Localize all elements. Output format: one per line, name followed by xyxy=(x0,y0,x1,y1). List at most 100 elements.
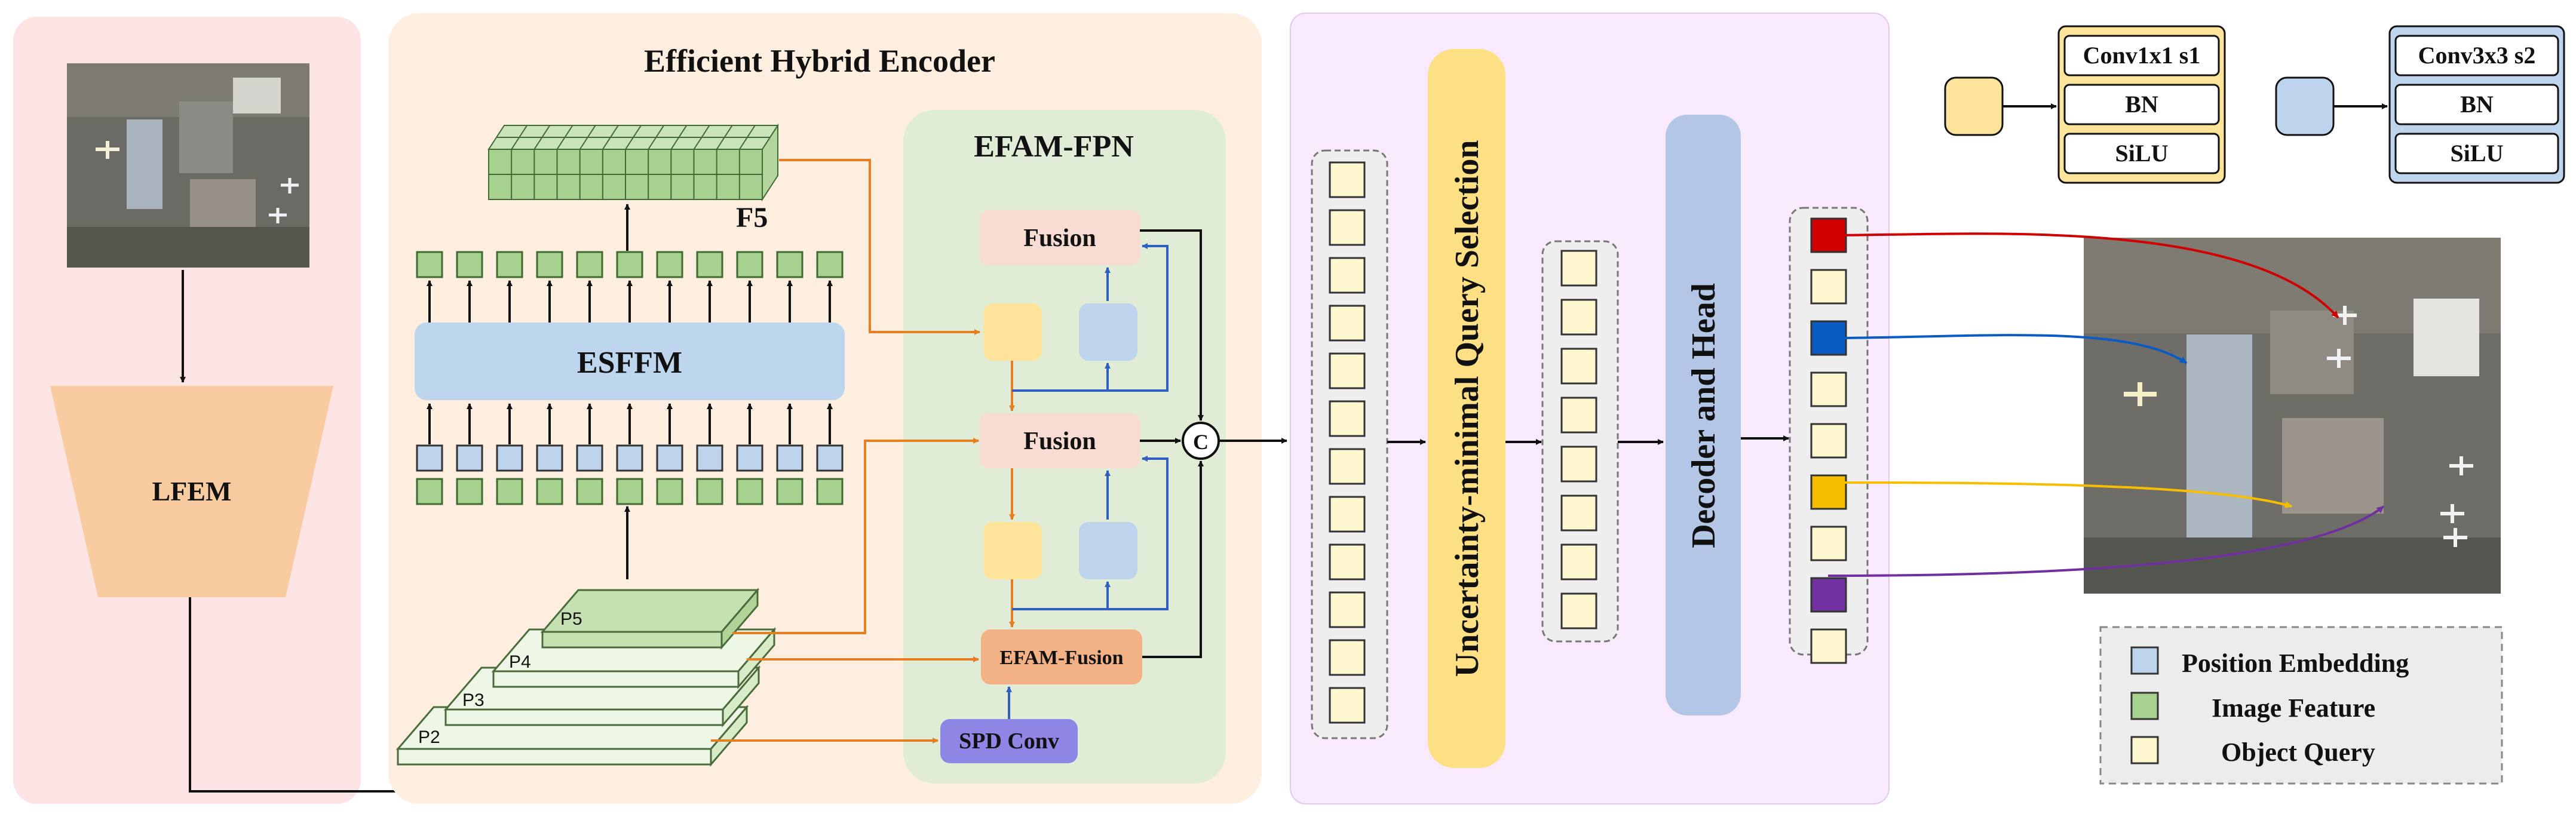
initial-queries-container xyxy=(1311,149,1388,739)
legend-swatch-feature xyxy=(2130,692,2159,720)
selected-query-box xyxy=(1560,397,1597,434)
yellow-legend-swatch xyxy=(1944,76,2004,136)
initial-query-box xyxy=(1329,352,1366,389)
encoded-feature-token xyxy=(616,251,643,278)
selected-query-box xyxy=(1560,348,1597,385)
initial-query-box xyxy=(1329,687,1366,724)
legend-item-position: Position Embedding xyxy=(2182,649,2409,678)
position-embedding-token xyxy=(576,444,603,472)
selected-query-box xyxy=(1560,543,1597,580)
legend-swatch-position xyxy=(2130,646,2159,675)
encoded-feature-token xyxy=(576,251,603,278)
image-feature-token xyxy=(736,478,763,505)
position-embedding-token xyxy=(496,444,523,472)
output-query-column xyxy=(1789,207,1869,664)
encoder-title: Efficient Hybrid Encoder xyxy=(644,43,995,79)
pyramid-label-p4: P4 xyxy=(509,652,531,672)
position-embedding-token xyxy=(456,444,483,472)
encoded-feature-token xyxy=(496,251,523,278)
output-query-empty xyxy=(1810,269,1847,305)
blue-legend-line-2: BN xyxy=(2460,91,2494,118)
query-flow-arrows xyxy=(1387,435,1789,445)
output-query-gold xyxy=(1810,474,1847,510)
position-embedding-token xyxy=(816,444,844,472)
blue-connections xyxy=(1006,243,1169,719)
legend-box xyxy=(2099,626,2503,785)
input-aerial-image xyxy=(67,63,309,268)
blue-detection-arrow xyxy=(1827,334,2188,364)
blue-conv-legend: Conv3x3 s2 BN SiLU xyxy=(2275,25,2565,184)
output-query-empty xyxy=(1810,371,1847,407)
legend-item-feature: Image Feature xyxy=(2212,693,2375,723)
selected-query-box xyxy=(1560,494,1597,532)
efam-fusion-block xyxy=(981,629,1142,684)
output-query-empty xyxy=(1810,628,1847,664)
initial-query-box xyxy=(1329,639,1366,676)
output-query-purple xyxy=(1810,577,1847,613)
image-feature-token xyxy=(576,478,603,505)
position-embedding-token xyxy=(776,444,804,472)
encoded-feature-token xyxy=(536,251,563,278)
yellow-legend-line-1: Conv1x1 s1 xyxy=(2083,42,2201,69)
image-feature-token xyxy=(496,478,523,505)
image-feature-token xyxy=(536,478,563,505)
purple-detection-arrow xyxy=(1827,505,2385,577)
token-rows xyxy=(416,251,844,505)
output-detection-image xyxy=(2084,238,2501,594)
selected-query-box xyxy=(1560,250,1597,287)
position-embedding-token xyxy=(616,444,643,472)
efam-fusion-label: EFAM-Fusion xyxy=(999,647,1123,669)
yellow-legend-line-3: SiLU xyxy=(2115,140,2169,167)
f5-feature-tensor xyxy=(487,123,779,202)
concat-connections xyxy=(1140,229,1287,658)
initial-query-box xyxy=(1329,543,1366,580)
decoder-head-block xyxy=(1666,115,1741,715)
conv3x3-blue-block-top xyxy=(1079,303,1137,361)
f5-label: F5 xyxy=(736,202,768,234)
initial-query-box xyxy=(1329,161,1366,198)
image-feature-token xyxy=(776,478,804,505)
position-embedding-token xyxy=(536,444,563,472)
pyramid-label-p3: P3 xyxy=(462,690,484,710)
fusion-top-block xyxy=(980,210,1140,265)
output-query-empty xyxy=(1810,526,1847,561)
image-feature-token xyxy=(616,478,643,505)
esffm-block xyxy=(415,322,845,400)
position-embedding-token xyxy=(416,444,443,472)
selected-queries-container xyxy=(1541,240,1619,643)
initial-query-box xyxy=(1329,305,1366,342)
yellow-conv-legend: Conv1x1 s1 BN SiLU xyxy=(1944,25,2226,184)
spd-conv-label: SPD Conv xyxy=(959,729,1059,754)
lfem-label: LFEM xyxy=(152,476,232,506)
query-selection-label: Uncertainty-minimal Query Selection xyxy=(1449,140,1486,677)
encoded-feature-token xyxy=(456,251,483,278)
fusion-mid-label: Fusion xyxy=(1023,428,1096,455)
query-columns xyxy=(1311,149,1619,739)
yellow-legend-line-2: BN xyxy=(2125,91,2158,118)
orange-connections xyxy=(711,159,1015,744)
image-feature-token xyxy=(456,478,483,505)
fusion-top-label: Fusion xyxy=(1023,225,1096,252)
initial-query-box xyxy=(1329,448,1366,485)
pyramid-label-p2: P2 xyxy=(418,727,440,747)
encoded-feature-token xyxy=(696,251,723,278)
initial-query-box xyxy=(1329,257,1366,294)
image-feature-token xyxy=(816,478,844,505)
position-embedding-token xyxy=(736,444,763,472)
image-feature-token xyxy=(416,478,443,505)
position-embedding-token xyxy=(656,444,683,472)
query-selection-block xyxy=(1428,49,1505,768)
conv3x3-blue-block-bottom xyxy=(1079,522,1137,579)
esffm-label: ESFFM xyxy=(577,346,682,380)
encoded-feature-token xyxy=(776,251,804,278)
spd-conv-block xyxy=(940,719,1078,763)
conv1x1-yellow-block-top xyxy=(983,303,1042,361)
lfem-block xyxy=(50,386,333,597)
image-feature-token xyxy=(656,478,683,505)
encoded-feature-token xyxy=(816,251,844,278)
decoder-head-label: Decoder and Head xyxy=(1685,283,1722,548)
concat-symbol: C xyxy=(1193,430,1209,454)
image-feature-token xyxy=(696,478,723,505)
fusion-mid-block xyxy=(980,413,1140,468)
